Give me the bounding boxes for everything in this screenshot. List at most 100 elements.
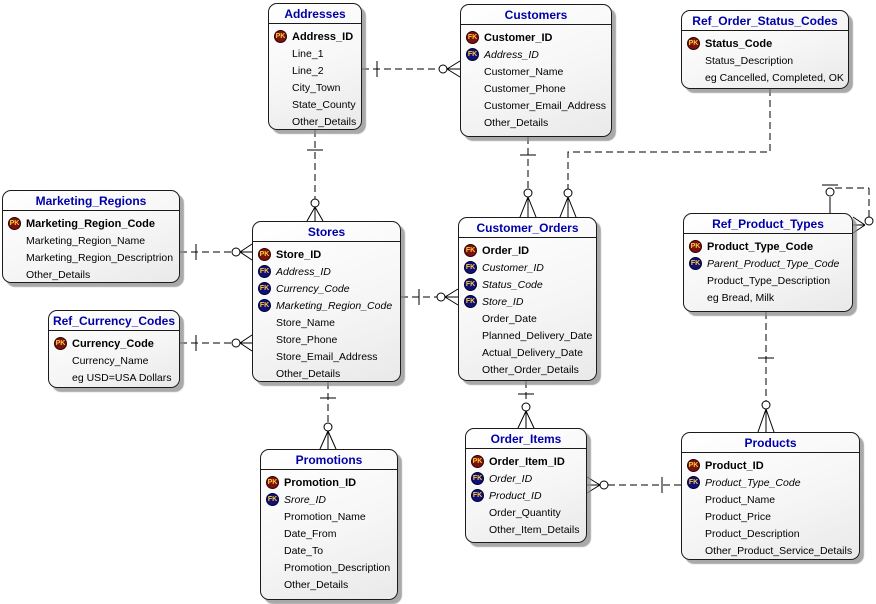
entity-row: Planned_Delivery_Date bbox=[459, 327, 596, 344]
column-name: Product_Price bbox=[705, 510, 771, 523]
crow-foot bbox=[586, 476, 601, 494]
entity-row: Customer_Email_Address bbox=[461, 97, 611, 114]
column-name: Product_Description bbox=[705, 527, 800, 540]
column-name: Parent_Product_Type_Code bbox=[707, 257, 840, 270]
crow-foot bbox=[559, 196, 577, 218]
entity-row: City_Town bbox=[269, 79, 361, 96]
column-name: Store_Email_Address bbox=[276, 350, 378, 363]
column-name: Product_Type_Description bbox=[707, 274, 831, 287]
zero-circle bbox=[761, 400, 771, 410]
column-name: Currency_Name bbox=[72, 354, 149, 367]
crow-foot bbox=[852, 216, 866, 234]
column-name: Other_Details bbox=[276, 367, 341, 380]
entity-title: Ref_Product_Types bbox=[684, 214, 852, 234]
column-name: Status_Code bbox=[482, 278, 543, 291]
column-name: Marketing_Region_Descriptrion bbox=[26, 251, 174, 264]
crow-foot bbox=[239, 243, 253, 261]
column-name: Store_ID bbox=[276, 248, 322, 261]
column-name: Status_Code bbox=[705, 37, 773, 50]
entity-row: Store_Name bbox=[253, 314, 400, 331]
connector-products-order-items bbox=[586, 476, 681, 494]
column-name: Order_Date bbox=[482, 312, 537, 325]
column-name: State_County bbox=[292, 98, 356, 111]
column-name: Customer_ID bbox=[482, 261, 544, 274]
column-name: Promotion_Description bbox=[284, 561, 391, 574]
zero-circle bbox=[231, 247, 241, 257]
entity-row: State_County bbox=[269, 96, 361, 113]
connector-ref-currency-codes-stores bbox=[180, 334, 253, 352]
column-name: Other_Details bbox=[284, 578, 349, 591]
entity-row: Promotion_Description bbox=[261, 559, 397, 576]
zero-circle bbox=[523, 188, 533, 198]
column-name: Address_ID bbox=[276, 265, 331, 278]
fk-icon: FK bbox=[266, 493, 279, 506]
column-name: Currency_Code bbox=[276, 282, 350, 295]
zero-circle bbox=[599, 480, 609, 490]
entity-row: Other_Details bbox=[261, 576, 397, 593]
column-name: Product_Type_Code bbox=[707, 240, 814, 253]
column-name: Currency_Code bbox=[72, 337, 154, 350]
column-name: Store_ID bbox=[482, 295, 524, 308]
column-name: Marketing_Region_Code bbox=[26, 217, 155, 230]
column-name: Line_2 bbox=[292, 64, 324, 77]
column-name: Address_ID bbox=[484, 48, 539, 61]
crow-foot bbox=[319, 430, 337, 450]
column-name: Customer_Phone bbox=[484, 82, 566, 95]
column-name: Line_1 bbox=[292, 47, 324, 60]
entity-row: Order_Quantity bbox=[466, 504, 586, 521]
entity-title: Promotions bbox=[261, 450, 397, 470]
fk-red-icon: FK bbox=[466, 31, 479, 44]
pk-icon: PK bbox=[274, 30, 287, 43]
entity-row: Customer_Name bbox=[461, 63, 611, 80]
entity-row: Status_Description bbox=[682, 52, 848, 69]
crow-foot bbox=[306, 206, 324, 222]
entity-row: Order_Date bbox=[459, 310, 596, 327]
fk-icon: FK bbox=[471, 472, 484, 485]
column-name: Actual_Delivery_Date bbox=[482, 346, 583, 359]
entity-row: FK Order_ID bbox=[459, 242, 596, 259]
zero-circle bbox=[438, 64, 448, 74]
zero-circle bbox=[825, 187, 835, 197]
entity-row: Date_From bbox=[261, 525, 397, 542]
zero-circle bbox=[864, 216, 874, 226]
column-name: Marketing_Region_Name bbox=[26, 234, 146, 247]
column-name: Order_ID bbox=[482, 244, 530, 257]
column-name: Customer_ID bbox=[484, 31, 553, 44]
pk-icon: PK bbox=[258, 248, 271, 261]
column-name: Marketing_Region_Code bbox=[276, 299, 393, 312]
entity-row: Other_Details bbox=[3, 266, 179, 283]
entity-title: Stores bbox=[253, 222, 400, 242]
entity-row: Line_1 bbox=[269, 45, 361, 62]
entity-title: Order_Items bbox=[466, 429, 586, 449]
entity-row: Product_Name bbox=[682, 491, 859, 508]
column-name: Date_From bbox=[284, 527, 337, 540]
column-name: Other_Product_Service_Details bbox=[705, 544, 853, 557]
entity-row: eg USD=USA Dollars bbox=[49, 369, 179, 386]
crow-foot bbox=[757, 408, 775, 433]
pk-icon: PK bbox=[8, 217, 21, 230]
column-name: Other_Order_Details bbox=[482, 363, 579, 376]
connector-customers-customer-orders bbox=[519, 137, 537, 218]
fk-icon: FK bbox=[464, 278, 477, 291]
fk-red-icon: FK bbox=[464, 244, 477, 257]
column-name: eg Bread, Milk bbox=[707, 291, 775, 304]
